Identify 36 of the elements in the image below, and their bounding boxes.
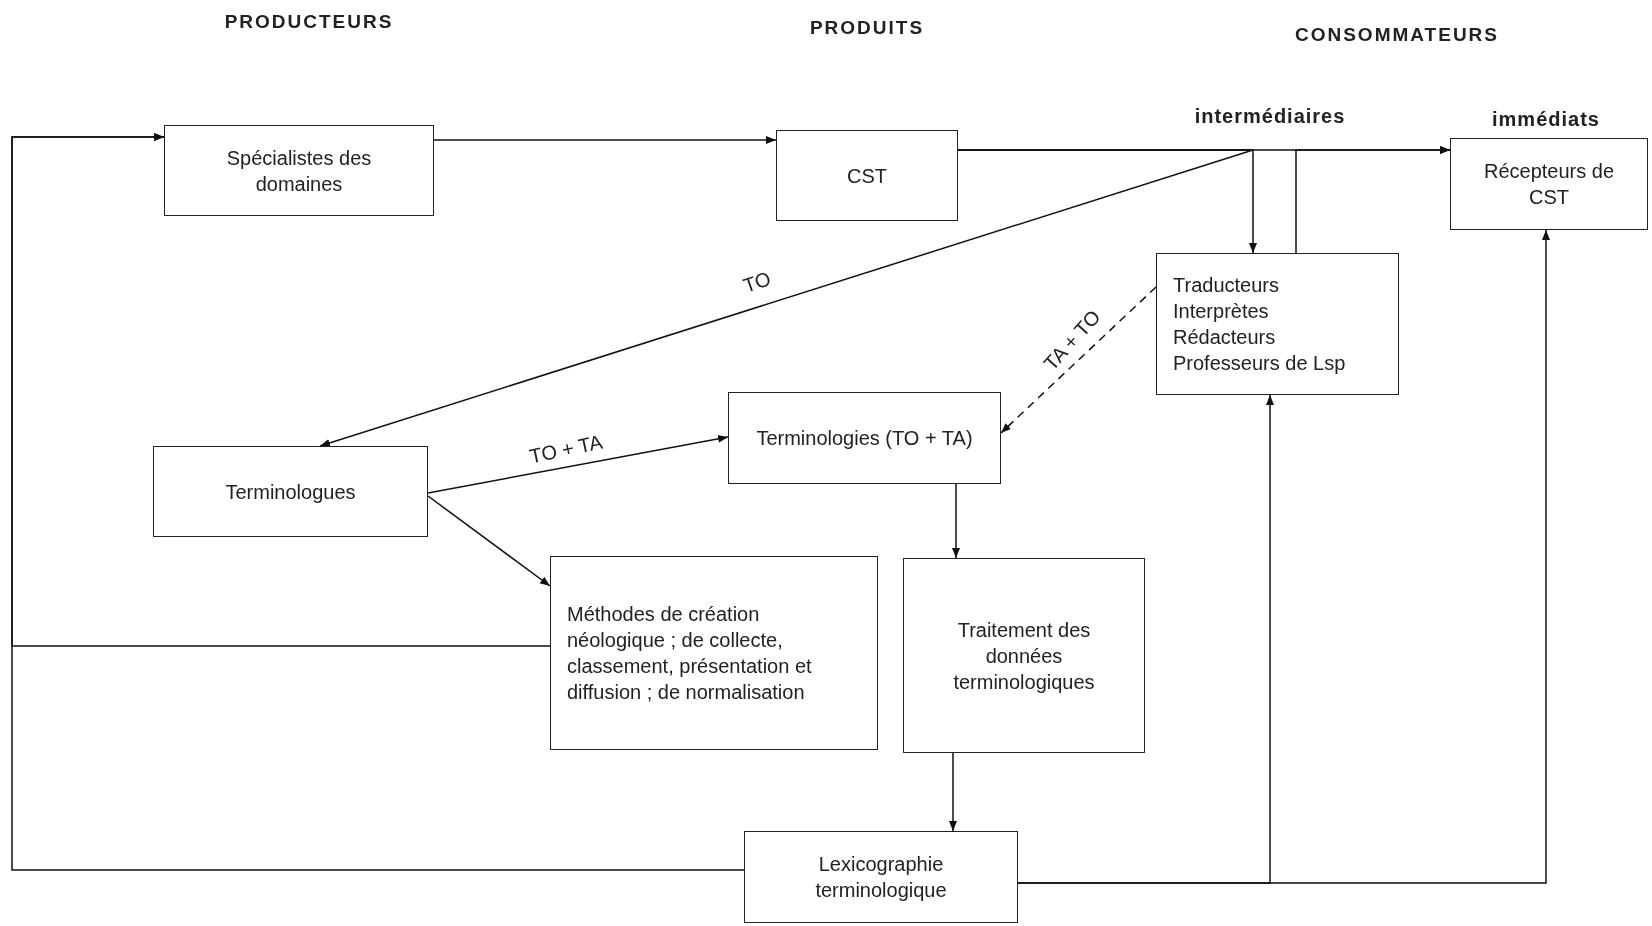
arrow (319, 149, 1254, 447)
process-box (728, 392, 1001, 484)
subheading: immédiats (1492, 107, 1600, 132)
arrow (427, 495, 551, 587)
node-text: Terminologues (225, 479, 356, 505)
node-text: Professeurs de Lsp (1173, 351, 1346, 376)
node-text: Terminologies (TO + TA) (756, 426, 973, 451)
arrow (952, 483, 960, 559)
node-text: Traitement des données terminologiques (952, 617, 1096, 695)
process-box (776, 130, 958, 221)
arrow (427, 434, 729, 494)
arrow (949, 752, 957, 832)
process-box (744, 831, 1018, 923)
node-text: Spécialistes des domaines (225, 145, 373, 197)
process-box (1156, 253, 1399, 395)
process-box (164, 125, 434, 216)
arrow (1017, 229, 1550, 884)
column-heading: PRODUITS (809, 15, 925, 40)
column-heading: CONSOMMATEURS (1295, 22, 1499, 47)
node-text: Interprètes (1173, 299, 1269, 324)
process-box (153, 446, 428, 537)
subheading: intermédiaires (1194, 104, 1346, 129)
arrow (11, 133, 745, 871)
node-text: CST (847, 163, 887, 189)
arrow (1295, 146, 1451, 254)
node-text: Lexicographie terminologique (814, 852, 948, 903)
node-text: Méthodes de création néologique ; de collecte, classement, présentation et diffusion ; de normalisation (567, 602, 813, 705)
column-heading: PRODUCTEURS (224, 9, 394, 34)
node-text: Rédacteurs (1173, 325, 1276, 350)
process-box (1450, 138, 1648, 230)
arrow (1000, 286, 1157, 434)
node-text: Récepteurs de CST (1482, 159, 1616, 210)
process-box (903, 558, 1145, 753)
node-text: Traducteurs (1173, 273, 1279, 298)
process-box (550, 556, 878, 750)
arrow (433, 136, 777, 144)
